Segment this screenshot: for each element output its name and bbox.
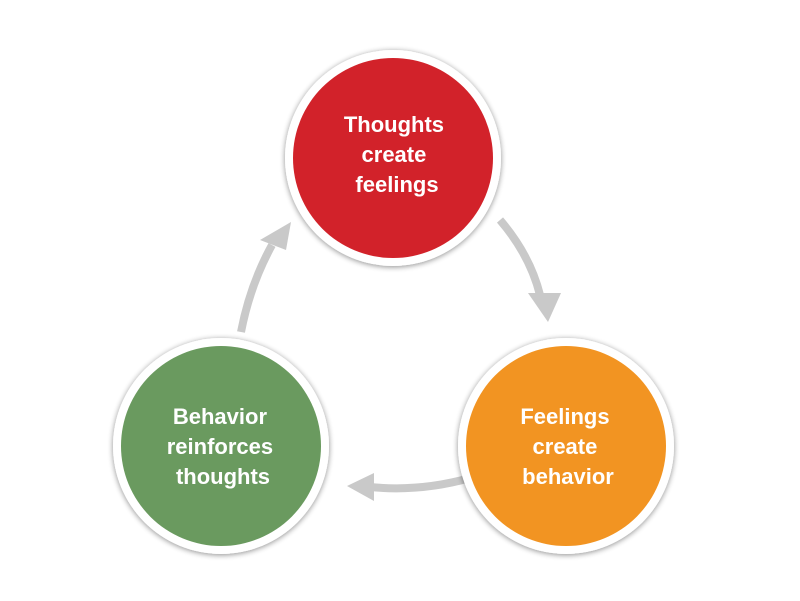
node-feelings-line-2: create <box>533 434 598 459</box>
node-behavior-line-2: reinforces <box>167 434 273 459</box>
node-thoughts-line-3: feelings <box>355 172 438 197</box>
node-thoughts-circle <box>293 58 493 258</box>
node-thoughts-line-2: create <box>362 142 427 167</box>
node-behavior <box>113 338 329 554</box>
arrow-thoughts-to-feelings <box>496 217 561 322</box>
node-feelings-label: Feelings create behavior <box>520 404 615 489</box>
arrow-behavior-to-thoughts <box>237 222 291 333</box>
node-thoughts-label: Thoughts create feelings <box>344 112 450 197</box>
node-behavior-label: Behavior reinforces thoughts <box>167 404 280 489</box>
node-feelings-line-1: Feelings <box>520 404 609 429</box>
node-thoughts-line-1: Thoughts <box>344 112 444 137</box>
arrow-feelings-to-behavior <box>347 473 472 501</box>
node-feelings-circle <box>466 346 666 546</box>
node-feelings <box>458 338 674 554</box>
node-feelings-line-3: behavior <box>522 464 614 489</box>
node-thoughts <box>285 50 501 266</box>
node-behavior-line-3: thoughts <box>176 464 270 489</box>
node-behavior-line-1: Behavior <box>173 404 268 429</box>
node-behavior-circle <box>121 346 321 546</box>
cycle-arrows <box>237 217 561 501</box>
